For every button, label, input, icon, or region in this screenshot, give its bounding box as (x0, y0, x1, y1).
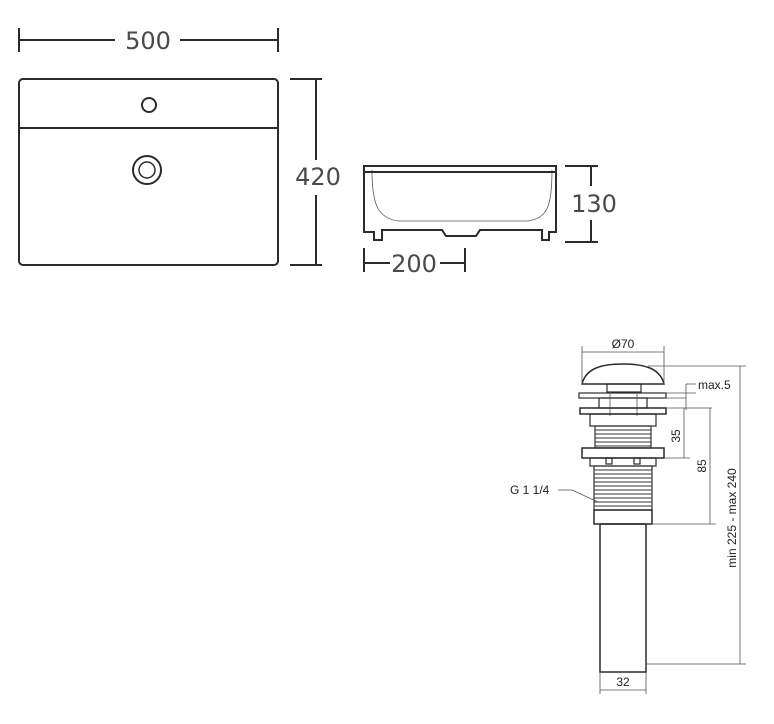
dimension-total: min 225 - max 240 (646, 365, 746, 665)
dimension-side-width: 200 (363, 248, 466, 278)
dimension-cap-diameter: Ø70 (581, 337, 665, 384)
depth-label: 420 (295, 163, 341, 191)
dim-85-label: 85 (695, 459, 709, 473)
width-label: 500 (125, 27, 171, 55)
drain-hole-outer (132, 155, 162, 185)
basin-side-view (363, 165, 557, 241)
height-label: 130 (571, 190, 617, 218)
tap-hole (141, 97, 157, 113)
drain-hole-inner (138, 161, 156, 179)
dimension-pipe: 32 (599, 672, 647, 694)
dimension-max: max.5 (666, 378, 731, 410)
thread-callout: G 1 1/4 (510, 483, 599, 503)
dimension-height: 130 (565, 165, 617, 243)
cap-diameter-label: Ø70 (612, 337, 635, 351)
drain-thread (593, 465, 653, 511)
drain-flange (579, 407, 667, 415)
total-label: min 225 - max 240 (725, 468, 739, 568)
drain-assembly (578, 363, 667, 673)
basin-top-view (18, 78, 279, 266)
dimension-85: 85 (652, 408, 716, 525)
pipe-label: 32 (616, 675, 630, 689)
side-width-label: 200 (391, 250, 437, 278)
dimension-35: 35 (664, 407, 712, 459)
drain-cap (581, 363, 665, 385)
dimension-width: 500 (18, 27, 279, 55)
dimension-depth: 420 (290, 78, 341, 266)
drain-pipe (599, 523, 647, 673)
basin-outline (18, 78, 279, 266)
dim-35-label: 35 (669, 429, 683, 443)
max-label: max.5 (698, 378, 731, 392)
thread-label: G 1 1/4 (510, 483, 550, 497)
